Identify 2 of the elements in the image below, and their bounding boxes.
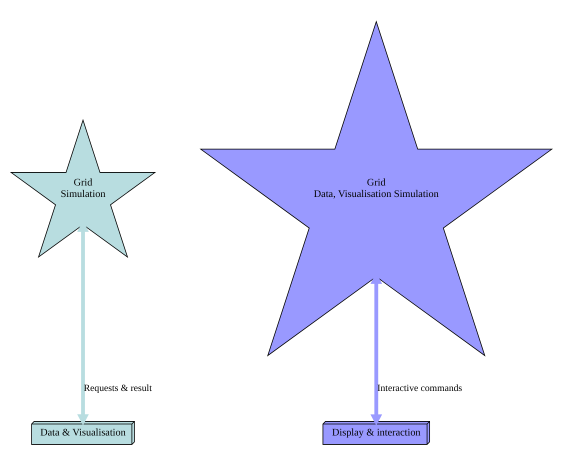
edge-label: Interactive commands bbox=[377, 382, 462, 394]
edge-label: Requests & result bbox=[84, 382, 152, 394]
